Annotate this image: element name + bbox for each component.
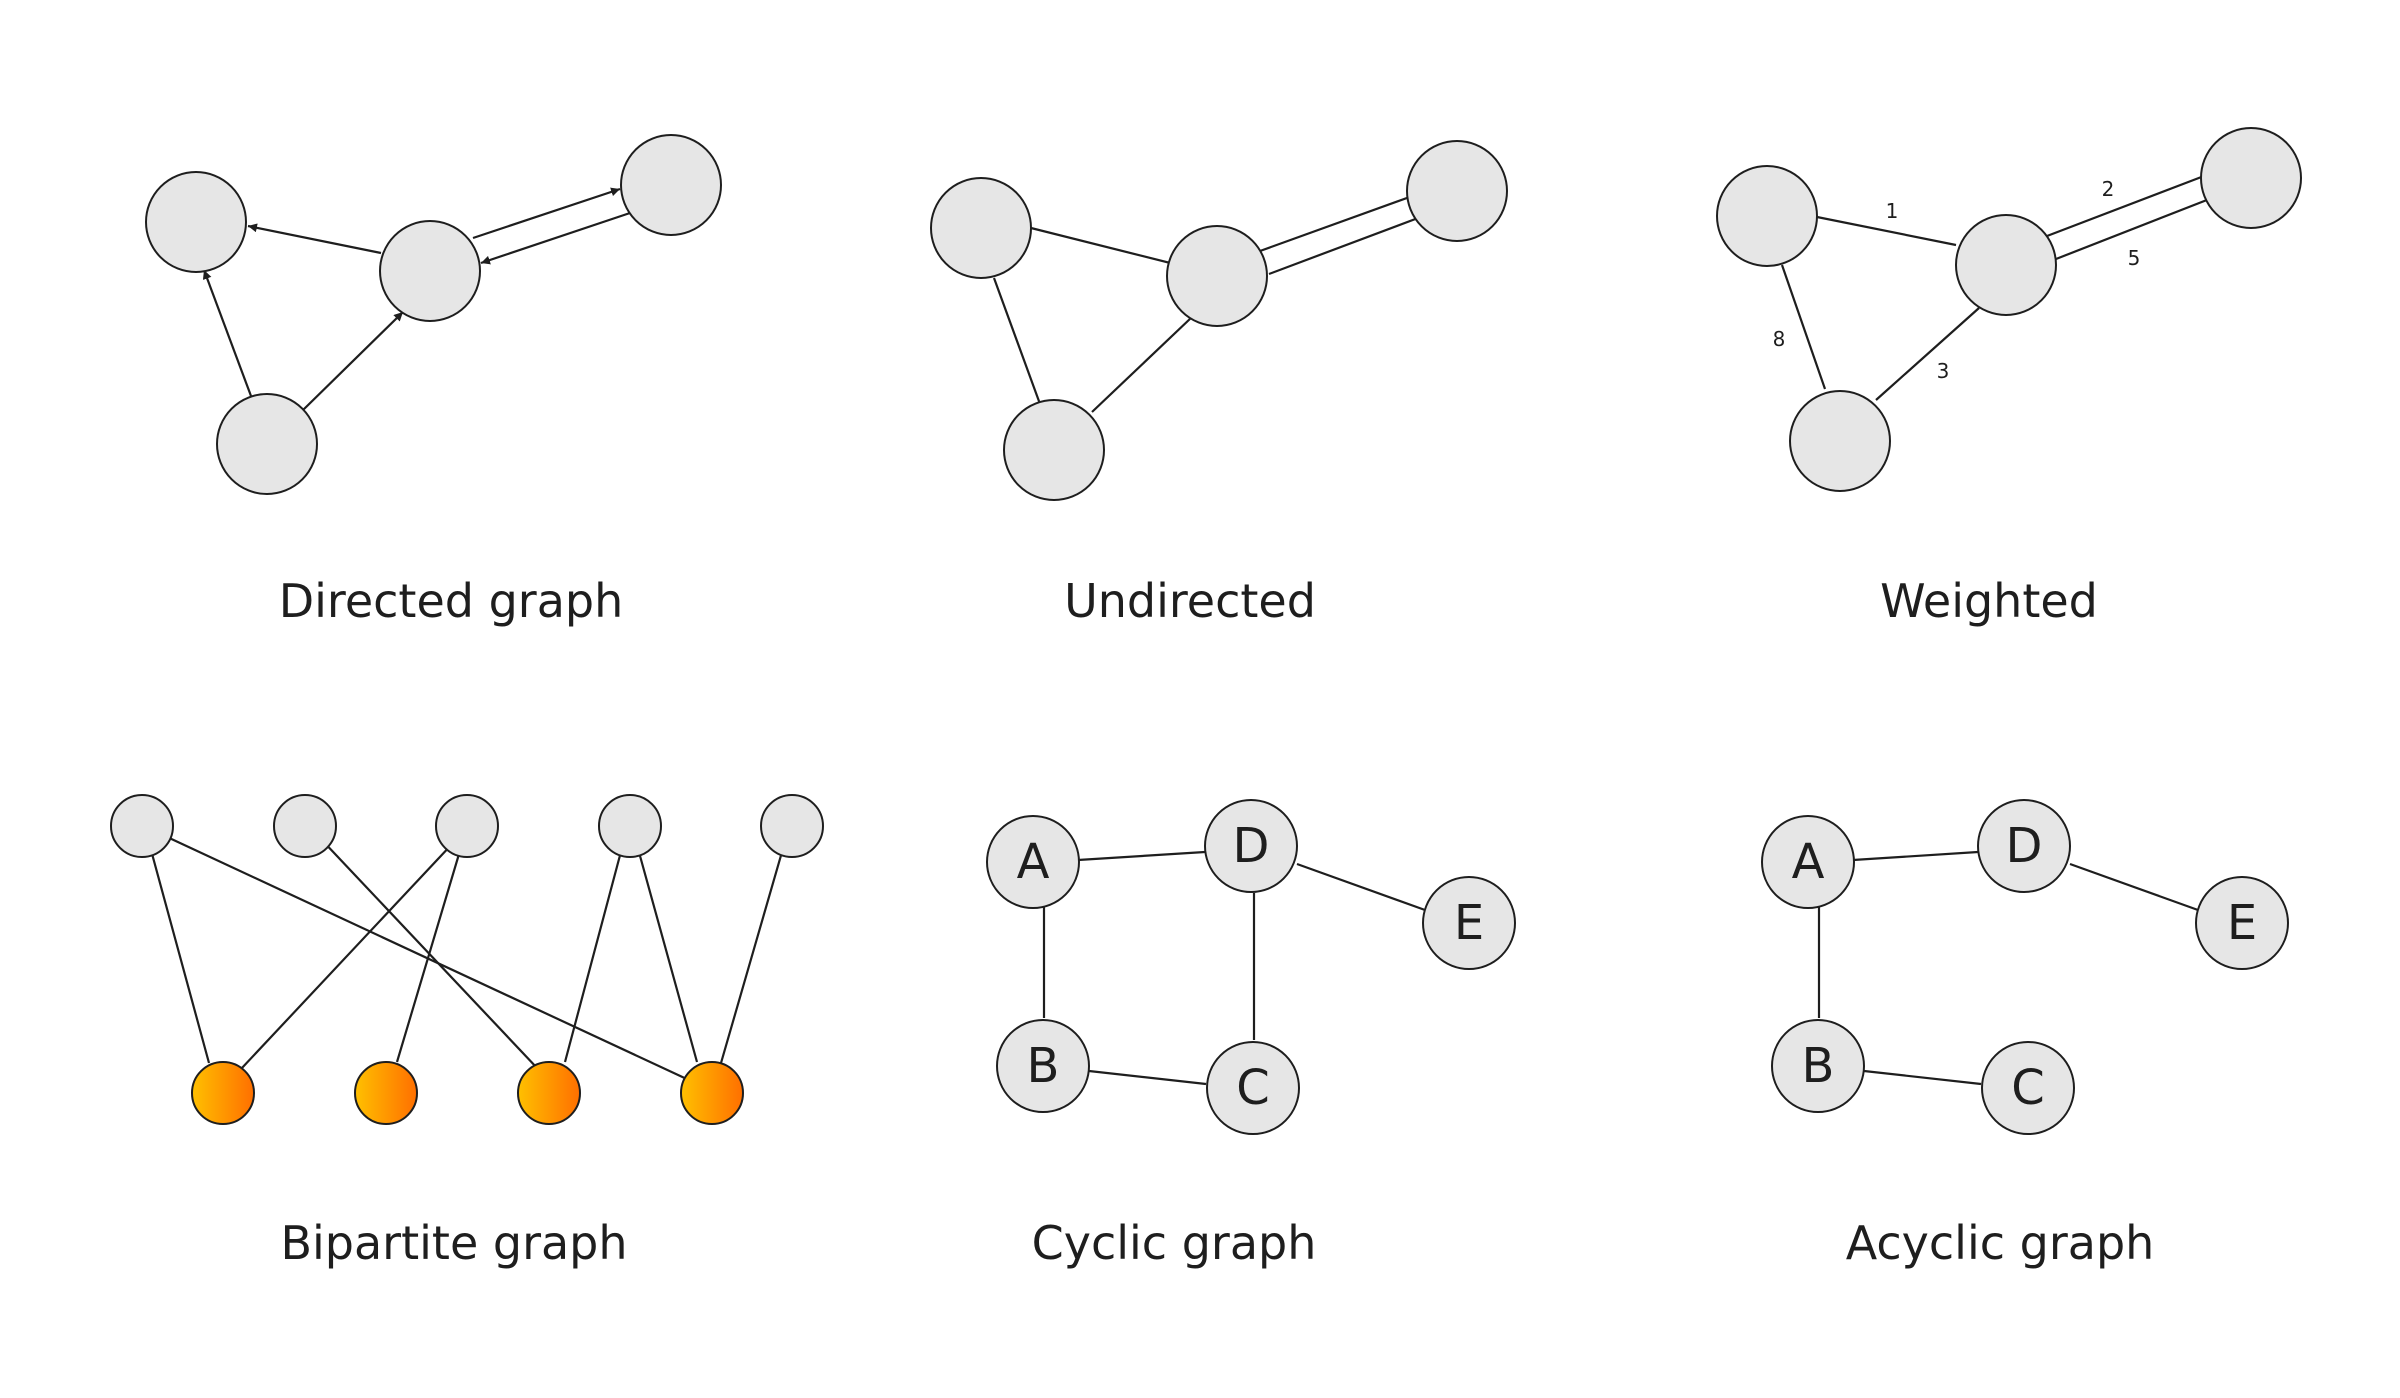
undirected-edge bbox=[1091, 316, 1193, 413]
graph-node bbox=[2200, 127, 2302, 229]
edge-weight-label: 3 bbox=[1937, 359, 1950, 383]
graph-node bbox=[1771, 1019, 1865, 1113]
directed-graph: Directed graph bbox=[145, 134, 722, 628]
acyclic-edge bbox=[1863, 1069, 1982, 1086]
graph-node bbox=[110, 794, 174, 858]
bipartite-edge bbox=[635, 844, 699, 1063]
orange-graph-node bbox=[517, 1061, 581, 1125]
graph-node bbox=[930, 177, 1032, 279]
bipartite-edge bbox=[563, 843, 625, 1063]
undirected-edge bbox=[1268, 213, 1427, 276]
orange-graph-node bbox=[354, 1061, 418, 1125]
caption-cyclic: Cyclic graph bbox=[1032, 1216, 1317, 1270]
weighted-edge bbox=[1875, 307, 1980, 401]
acyclic-edge bbox=[2069, 862, 2199, 912]
graph-node bbox=[1406, 140, 1508, 242]
graph-node bbox=[620, 134, 722, 236]
graph-node bbox=[1789, 390, 1891, 492]
cyclic-edge bbox=[1077, 850, 1206, 862]
weighted-edge bbox=[2055, 196, 2213, 261]
bipartite-edge bbox=[719, 844, 786, 1064]
graph-node bbox=[1716, 165, 1818, 267]
graph-node bbox=[1981, 1041, 2075, 1135]
cyclic-edge bbox=[1088, 1069, 1207, 1086]
graph-node bbox=[760, 794, 824, 858]
cyclic-edge bbox=[1296, 862, 1426, 912]
graph-node bbox=[1422, 876, 1516, 970]
graph-node bbox=[435, 794, 499, 858]
graph-node bbox=[273, 794, 337, 858]
orange-graph-node bbox=[191, 1061, 255, 1125]
caption-directed: Directed graph bbox=[279, 574, 624, 628]
graph-node bbox=[2195, 876, 2289, 970]
orange-graph-node bbox=[680, 1061, 744, 1125]
weighted-graph: 1 2 5 8 3 Weighted bbox=[1716, 127, 2302, 628]
graph-node bbox=[145, 171, 247, 273]
node-label-d: D bbox=[1233, 818, 1270, 874]
undirected-edge bbox=[1259, 192, 1419, 253]
bipartite-edge bbox=[240, 842, 454, 1070]
directed-edge bbox=[472, 187, 621, 240]
node-label-a: A bbox=[1017, 834, 1050, 890]
bipartite-edge bbox=[395, 843, 464, 1063]
node-label-e: E bbox=[1454, 895, 1484, 951]
undirected-edge bbox=[992, 277, 1042, 405]
edge-weight-label: 2 bbox=[2102, 177, 2115, 201]
node-label-b: B bbox=[1802, 1038, 1835, 1094]
graph-node bbox=[1003, 399, 1105, 501]
undirected-graph: Undirected bbox=[930, 140, 1508, 628]
node-label-c: C bbox=[1236, 1060, 1270, 1116]
directed-edge bbox=[247, 223, 382, 255]
graph-node bbox=[1761, 815, 1855, 909]
directed-edge bbox=[301, 311, 404, 412]
weighted-edge bbox=[2046, 174, 2205, 238]
graph-node bbox=[598, 794, 662, 858]
graph-node bbox=[1204, 799, 1298, 893]
edge-weight-label: 5 bbox=[2128, 246, 2141, 270]
acyclic-graph: A D E B C Acyclic graph bbox=[1761, 799, 2289, 1270]
graph-node bbox=[1206, 1041, 1300, 1135]
node-label-d: D bbox=[2006, 818, 2043, 874]
weighted-edge bbox=[1780, 264, 1827, 390]
directed-edge bbox=[202, 269, 253, 397]
weighted-edge bbox=[1816, 215, 1957, 247]
node-label-b: B bbox=[1027, 1038, 1060, 1094]
bipartite-graph: Bipartite graph bbox=[110, 794, 824, 1270]
graph-node bbox=[1955, 214, 2057, 316]
graph-node bbox=[1166, 225, 1268, 327]
node-label-e: E bbox=[2227, 895, 2257, 951]
graph-node bbox=[986, 815, 1080, 909]
caption-bipartite: Bipartite graph bbox=[280, 1216, 627, 1270]
bipartite-edge bbox=[143, 827, 211, 1064]
edge-weight-label: 8 bbox=[1773, 327, 1786, 351]
cyclic-graph: A D E B C Cyclic graph bbox=[986, 799, 1516, 1270]
edge-weight-label: 1 bbox=[1886, 199, 1899, 223]
caption-acyclic: Acyclic graph bbox=[1846, 1216, 2155, 1270]
acyclic-edge bbox=[1852, 850, 1979, 862]
graph-node bbox=[379, 220, 481, 322]
graph-node bbox=[996, 1019, 1090, 1113]
graph-node bbox=[216, 393, 318, 495]
caption-weighted: Weighted bbox=[1880, 574, 2098, 628]
node-label-a: A bbox=[1792, 834, 1825, 890]
node-label-c: C bbox=[2011, 1060, 2045, 1116]
directed-edge bbox=[480, 211, 631, 265]
caption-undirected: Undirected bbox=[1064, 574, 1316, 628]
graph-node bbox=[1977, 799, 2071, 893]
